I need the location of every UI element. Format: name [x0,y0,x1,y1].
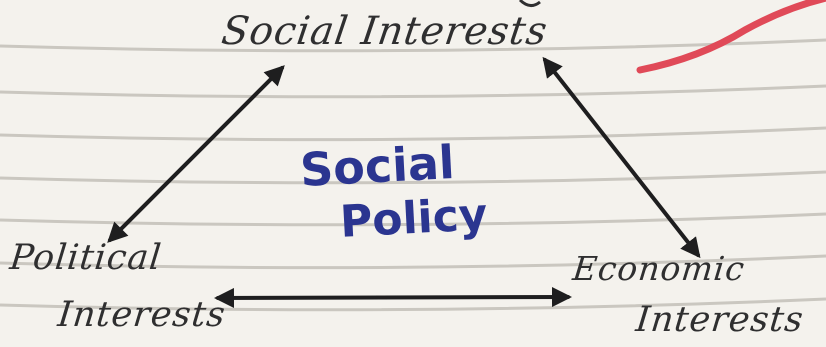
ruled-line [0,254,826,270]
node-political-interests-line2: Interests [55,295,228,335]
node-political-interests-line1: Political [7,238,164,278]
arrow-political-economic [214,287,572,308]
ruled-line [0,38,826,53]
center-label-line2: Policy [338,189,489,248]
cropped-letter-stroke [518,0,541,7]
arrow-social-economic [542,56,701,259]
ruled-line [0,297,826,312]
center-label-line1: Social [298,134,456,198]
node-economic-interests-line2: Interests [633,300,806,340]
arrow-social-political [107,65,285,243]
node-economic-interests-line1: Economic [570,249,747,288]
node-social-interests: Social Interests [218,9,551,54]
